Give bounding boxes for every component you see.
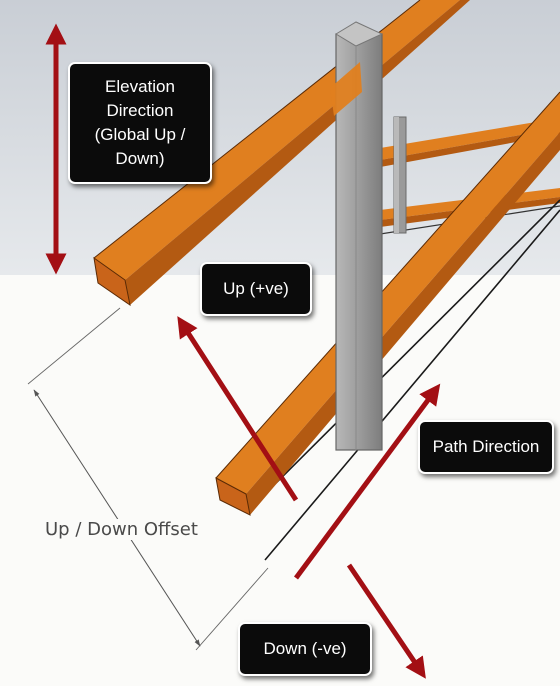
offset-extension-line-top xyxy=(27,307,121,385)
up-arrow xyxy=(177,316,299,502)
path-line-2 xyxy=(264,209,560,561)
up-down-offset-label: Up / Down Offset xyxy=(42,519,201,540)
up-callout: Up (+ve) xyxy=(200,262,312,316)
offset-dimension-line xyxy=(33,389,201,647)
upper-beam-front-segment xyxy=(330,62,362,116)
path-direction-callout: Path Direction xyxy=(418,420,554,474)
down-arrow xyxy=(346,563,426,679)
lower-handrail-beam xyxy=(215,91,560,516)
rear-baluster xyxy=(393,116,407,234)
down-callout: Down (-ve) xyxy=(238,622,372,676)
path-direction-arrow xyxy=(293,383,441,580)
rear-rail-upper xyxy=(380,118,560,167)
offset-extension-line-bottom xyxy=(195,567,269,651)
path-line-1 xyxy=(245,199,560,514)
elevation-direction-callout: Elevation Direction (Global Up / Down) xyxy=(68,62,212,184)
